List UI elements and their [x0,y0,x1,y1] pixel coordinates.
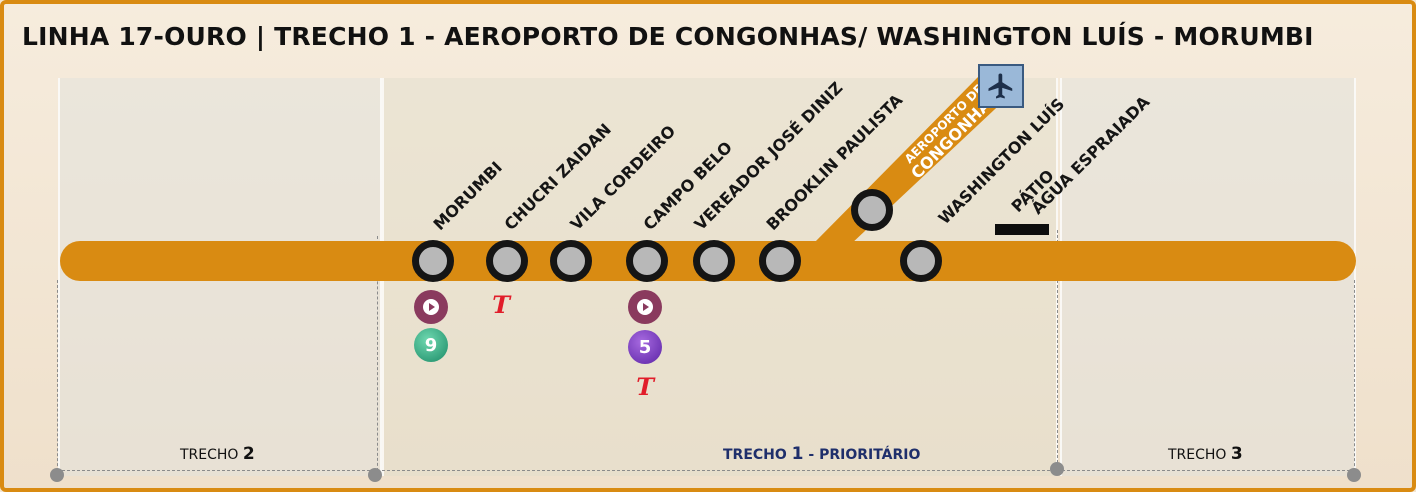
patio-marker [995,224,1049,235]
boundary-dot [1050,462,1064,476]
boundary-dot [368,468,382,482]
station-vila-cordeiro[interactable] [550,240,592,282]
station-morumbi[interactable] [412,240,454,282]
station-aeroporto-congonhas[interactable] [851,189,893,231]
page-title: LINHA 17-OURO | TRECHO 1 - AEROPORTO DE … [22,22,1314,51]
airplane-icon [978,64,1024,108]
boundary-line-2 [377,236,378,476]
bus-corridor-icon [628,290,662,324]
section-label-trecho-1: TRECHO 1 - PRIORITÁRIO [723,444,921,464]
metro-line-5-badge: 5 [628,330,662,364]
boundary-dot [50,468,64,482]
station-chucri-zaidan[interactable] [486,240,528,282]
station-vereador-jose-diniz[interactable] [693,240,735,282]
section-baseline [57,470,1355,471]
station-campo-belo[interactable] [626,240,668,282]
section-label-trecho-2: TRECHO 2 [180,444,255,464]
boundary-line-1 [57,280,58,476]
boundary-line-3 [1057,230,1058,468]
station-washington-luis[interactable] [900,240,942,282]
boundary-line-4 [1354,280,1355,476]
station-brooklin-paulista[interactable] [759,240,801,282]
boundary-dot [1347,468,1361,482]
metro-line-9-badge: 9 [414,328,448,362]
bus-corridor-icon [414,290,448,324]
section-label-trecho-3: TRECHO 3 [1168,444,1243,464]
